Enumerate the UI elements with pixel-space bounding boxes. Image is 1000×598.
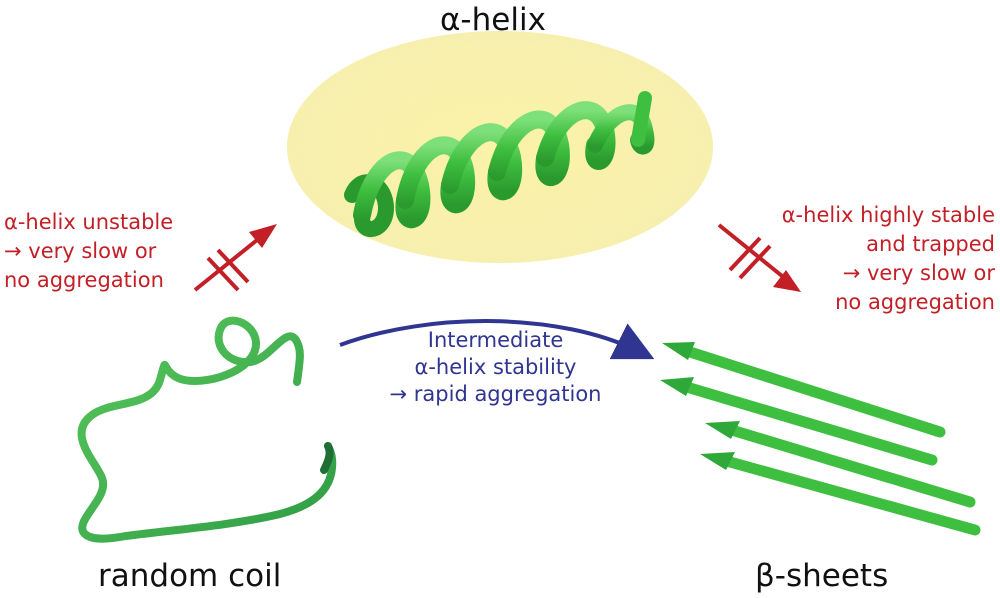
middle-annotation: Intermediate α-helix stability → rapid a…	[358, 327, 633, 408]
beta-sheets-title: β-sheets	[755, 558, 889, 594]
right-annotation-line: no aggregation	[835, 290, 995, 314]
left-annotation: α-helix unstable → very slow or no aggre…	[4, 208, 173, 295]
beta-strand	[700, 452, 981, 536]
alpha-helix-ribbon	[344, 91, 655, 238]
blocked-arrow-left	[193, 224, 277, 292]
beta-strand	[662, 342, 946, 438]
beta-sheets	[660, 342, 981, 536]
middle-annotation-line: → rapid aggregation	[389, 382, 602, 406]
random-coil-end-dark	[320, 442, 334, 474]
random-coil-title: random coil	[98, 558, 282, 594]
middle-annotation-line: Intermediate	[427, 328, 564, 352]
random-coil-tube	[77, 316, 337, 543]
blocked-arrow-right	[717, 223, 801, 292]
blue-curved-arrow	[339, 319, 655, 360]
left-annotation-line: no aggregation	[4, 268, 164, 292]
right-annotation-line: and trapped	[866, 232, 995, 256]
beta-strand	[705, 421, 976, 508]
left-annotation-line: α-helix unstable	[4, 210, 174, 234]
right-annotation-line: → very slow or	[842, 261, 995, 285]
beta-strand	[660, 377, 938, 466]
alpha-helix-title: α-helix	[440, 2, 546, 38]
left-annotation-line: → very slow or	[4, 239, 157, 263]
middle-annotation-line: α-helix stability	[414, 355, 577, 379]
right-annotation: α-helix highly stable and trapped → very…	[782, 201, 995, 317]
right-annotation-line: α-helix highly stable	[781, 203, 995, 227]
